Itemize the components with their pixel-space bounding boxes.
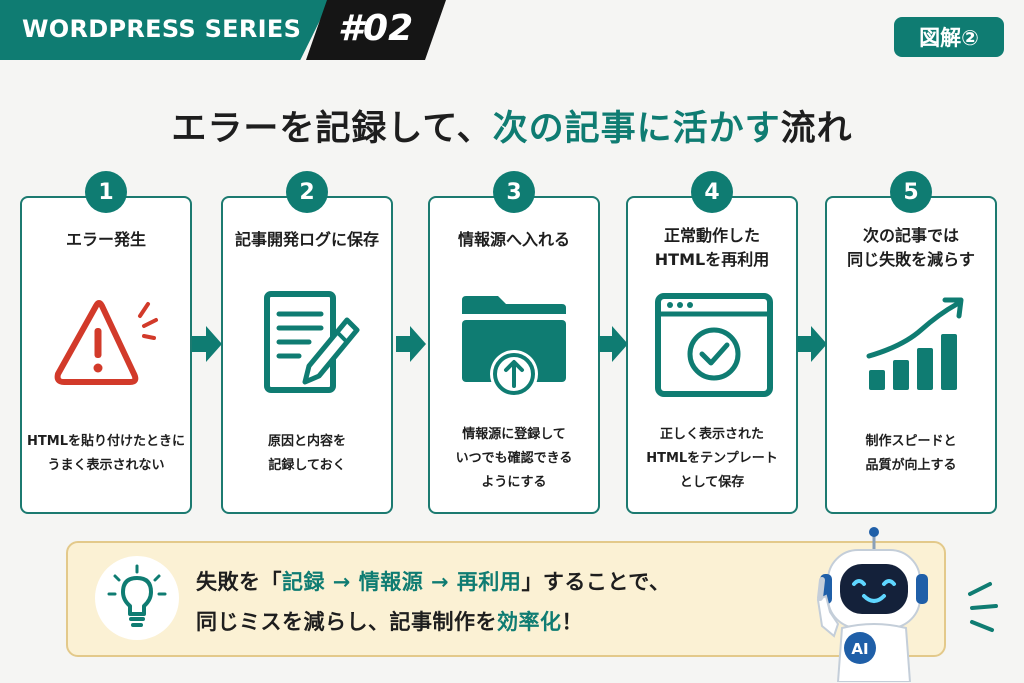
lightbulb-icon xyxy=(107,564,167,627)
summary-text: 」することで、 xyxy=(521,570,671,594)
summary-highlight: 記録 → 情報源 → 再利用 xyxy=(282,570,522,594)
step-number-2: 2 xyxy=(286,171,328,213)
series-label: WORDPRESS SERIES xyxy=(22,15,302,43)
step-description: HTMLを貼り付けたときに うまく表示されない xyxy=(27,434,185,473)
document-pencil-icon xyxy=(264,291,360,393)
summary-text: 同じミスを減らし、記事制作を xyxy=(196,610,497,634)
arrow-right-icon xyxy=(192,326,222,362)
browser-check-icon xyxy=(655,293,773,397)
page-title: エラーを記録して、次の記事に活かす流れ xyxy=(0,100,1024,151)
step-card-5: 次の記事では 同じ失敗を減らす 制作スピードと 品質が向上する xyxy=(825,196,997,514)
step-heading: 情報源へ入れる xyxy=(457,230,570,249)
arrow-right-icon xyxy=(797,326,827,362)
warning-icon xyxy=(54,300,158,385)
step-description: 制作スピードと 品質が向上する xyxy=(865,434,957,473)
step-card-1: エラー発生 HTMLを貼り付けたときに うまく表示されない xyxy=(20,196,192,514)
arrow-right-icon xyxy=(396,326,426,362)
arrow-right-icon xyxy=(598,326,628,362)
step-card-4: 正常動作した HTMLを再利用 正しく表示された HTMLをテンプレート として… xyxy=(626,196,798,514)
summary-box xyxy=(66,541,946,657)
step-description: 原因と内容を 記録しておく xyxy=(267,434,346,473)
mascot-badge-label: AI xyxy=(851,640,868,658)
step-description: 情報源に登録して いつでも確認できる ようにする xyxy=(455,427,573,490)
title-part-2: 次の記事に活かす xyxy=(492,109,781,149)
summary-highlight: 効率化 xyxy=(497,610,562,634)
folder-upload-icon xyxy=(462,296,566,398)
step-heading: 記事開発ログに保存 xyxy=(234,230,379,249)
summary-text: 失敗を「 xyxy=(196,570,282,594)
sparkle-lines-icon xyxy=(968,582,998,632)
title-part-3: 流れ xyxy=(780,109,853,149)
step-description: 正しく表示された HTMLをテンプレート として保存 xyxy=(646,427,778,490)
step-heading: エラー発生 xyxy=(65,230,146,249)
summary-line-1: 失敗を「記録 → 情報源 → 再利用」することで、 xyxy=(196,566,670,596)
title-part-1: エラーを記録して、 xyxy=(171,109,493,149)
series-banner xyxy=(0,0,330,60)
diagram-badge: 図解② xyxy=(894,17,1004,57)
summary-line-2: 同じミスを減らし、記事制作を効率化！ xyxy=(196,606,583,636)
step-heading: 正常動作した HTMLを再利用 xyxy=(654,226,770,269)
number-banner xyxy=(306,0,446,60)
step-number-5: 5 xyxy=(890,171,932,213)
summary-text: ！ xyxy=(561,610,583,634)
episode-number: #02 xyxy=(338,8,414,49)
step-number-4: 4 xyxy=(691,171,733,213)
step-number-1: 1 xyxy=(85,171,127,213)
step-card-2: 記事開発ログに保存 原因と内容を 記録しておく xyxy=(221,196,393,514)
step-card-3: 情報源へ入れる 情報源に登録して いつでも確認できる ようにする xyxy=(428,196,600,514)
robot-mascot-icon: AI xyxy=(816,527,928,682)
step-number-3: 3 xyxy=(493,171,535,213)
growth-chart-icon xyxy=(866,297,964,390)
step-heading: 次の記事では 同じ失敗を減らす xyxy=(847,226,975,269)
